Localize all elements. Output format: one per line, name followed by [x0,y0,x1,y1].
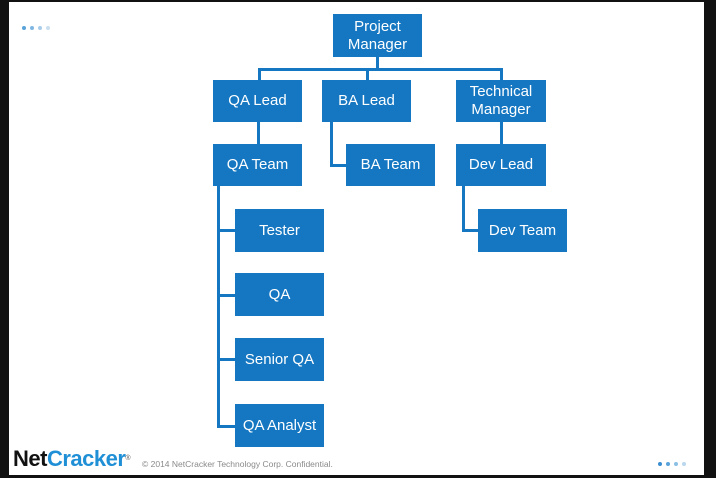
dot [666,462,670,466]
decorative-dots-top [22,26,50,30]
connector-to-tester [217,229,235,232]
netcracker-logo: NetCracker® [13,446,131,471]
connector-ba-lead-to-ba-team [330,164,346,167]
node-dev-lead: Dev Lead [456,144,546,186]
dot [658,462,662,466]
logo-net: Net [13,446,47,471]
node-technical-manager: Technical Manager [456,80,546,122]
dot [30,26,34,30]
logo-trademark: ® [125,455,131,462]
connector-to-technical-manager [500,68,503,80]
logo-cracker: Cracker [46,446,126,471]
node-ba-lead: BA Lead [322,80,411,122]
node-ba-team: BA Team [346,144,435,186]
connector-qa-lead-to-qa-team [257,122,260,144]
dot [22,26,26,30]
connector-to-ba-lead [366,68,369,80]
connector-pm-down [376,57,379,69]
copyright-text: © 2014 NetCracker Technology Corp. Confi… [142,459,333,469]
node-senior-qa: Senior QA [235,338,324,381]
dot [682,462,686,466]
dot [38,26,42,30]
node-qa-lead: QA Lead [213,80,302,122]
connector-to-qa-analyst [217,425,235,428]
node-qa-team: QA Team [213,144,302,186]
node-tester: Tester [235,209,324,252]
node-dev-team: Dev Team [478,209,567,252]
connector-qa-team-down [217,186,220,428]
connector-level1-bar [258,68,503,71]
connector-to-senior-qa [217,358,235,361]
node-project-manager: Project Manager [333,14,422,57]
dot [46,26,50,30]
dot [674,462,678,466]
decorative-dots-bottom [658,462,686,466]
connector-dev-lead-down [462,186,465,231]
connector-ba-lead-down [330,122,333,166]
connector-technical-manager-to-dev-lead [500,122,503,144]
node-qa: QA [235,273,324,316]
connector-dev-lead-to-dev-team [462,229,478,232]
node-qa-analyst: QA Analyst [235,404,324,447]
connector-to-qa [217,294,235,297]
connector-to-qa-lead [258,68,261,80]
